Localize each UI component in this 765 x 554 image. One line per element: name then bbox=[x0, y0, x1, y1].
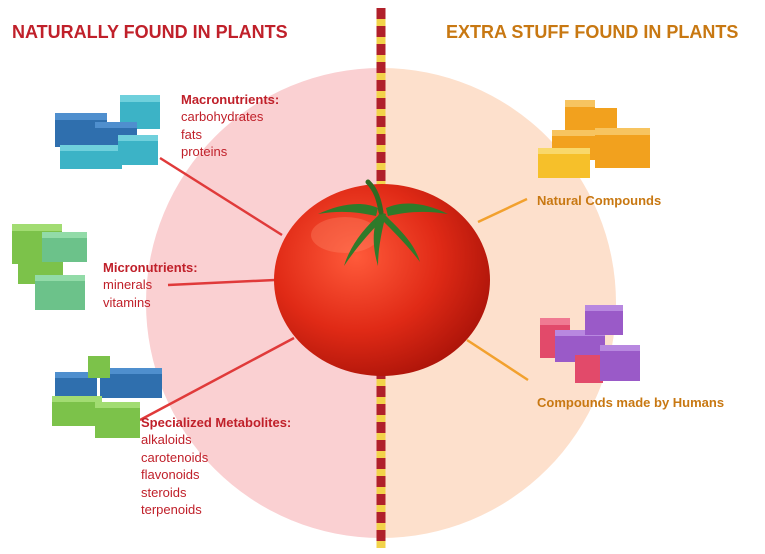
connector-lines bbox=[139, 156, 529, 422]
tomato-icon bbox=[274, 179, 490, 376]
macronutrients-list: carbohydrates fats proteins bbox=[181, 108, 279, 161]
list-item: flavonoids bbox=[141, 467, 200, 482]
macronutrients-title: Macronutrients: bbox=[181, 92, 280, 107]
micronutrient-blocks-icon bbox=[12, 224, 87, 310]
human-compound-blocks-icon bbox=[540, 305, 640, 383]
list-item: terpenoids bbox=[141, 502, 202, 517]
label-natural-compounds: Natural Compounds bbox=[537, 193, 662, 208]
list-item: vitamins bbox=[103, 294, 151, 310]
list-item: proteins bbox=[181, 144, 228, 159]
header-naturally-found: NATURALLY FOUND IN PLANTS bbox=[12, 22, 288, 42]
header-extra-stuff: EXTRA STUFF FOUND IN PLANTS bbox=[446, 22, 739, 42]
connector-natural-compounds bbox=[477, 197, 528, 224]
connector-metabolites bbox=[139, 336, 295, 422]
connector-micronutrients bbox=[167, 278, 276, 287]
list-item: minerals bbox=[103, 277, 153, 292]
micronutrients-list: minerals vitamins bbox=[103, 276, 198, 311]
metabolites-title: Specialized Metabolites: bbox=[141, 415, 292, 430]
label-micronutrients: Micronutrients: minerals vitamins bbox=[103, 259, 198, 311]
macronutrient-blocks-icon bbox=[55, 95, 160, 169]
natural-compound-blocks-icon bbox=[538, 100, 650, 178]
list-item: steroids bbox=[141, 484, 187, 500]
list-item: carotenoids bbox=[141, 449, 209, 465]
list-item: carbohydrates bbox=[181, 109, 264, 124]
connector-macronutrients bbox=[159, 156, 283, 237]
metabolite-blocks-icon bbox=[52, 356, 162, 438]
label-macronutrients: Macronutrients: carbohydrates fats prote… bbox=[181, 91, 279, 161]
label-specialized-metabolites: Specialized Metabolites: alkaloids carot… bbox=[141, 414, 291, 519]
connector-human-compounds bbox=[466, 338, 529, 382]
list-item: alkaloids bbox=[141, 432, 192, 447]
metabolites-list: alkaloids carotenoids flavonoids steroid… bbox=[141, 431, 291, 519]
label-human-compounds: Compounds made by Humans bbox=[537, 395, 725, 410]
micronutrients-title: Micronutrients: bbox=[103, 260, 198, 275]
list-item: fats bbox=[181, 126, 202, 142]
right-half-circle bbox=[381, 68, 616, 538]
